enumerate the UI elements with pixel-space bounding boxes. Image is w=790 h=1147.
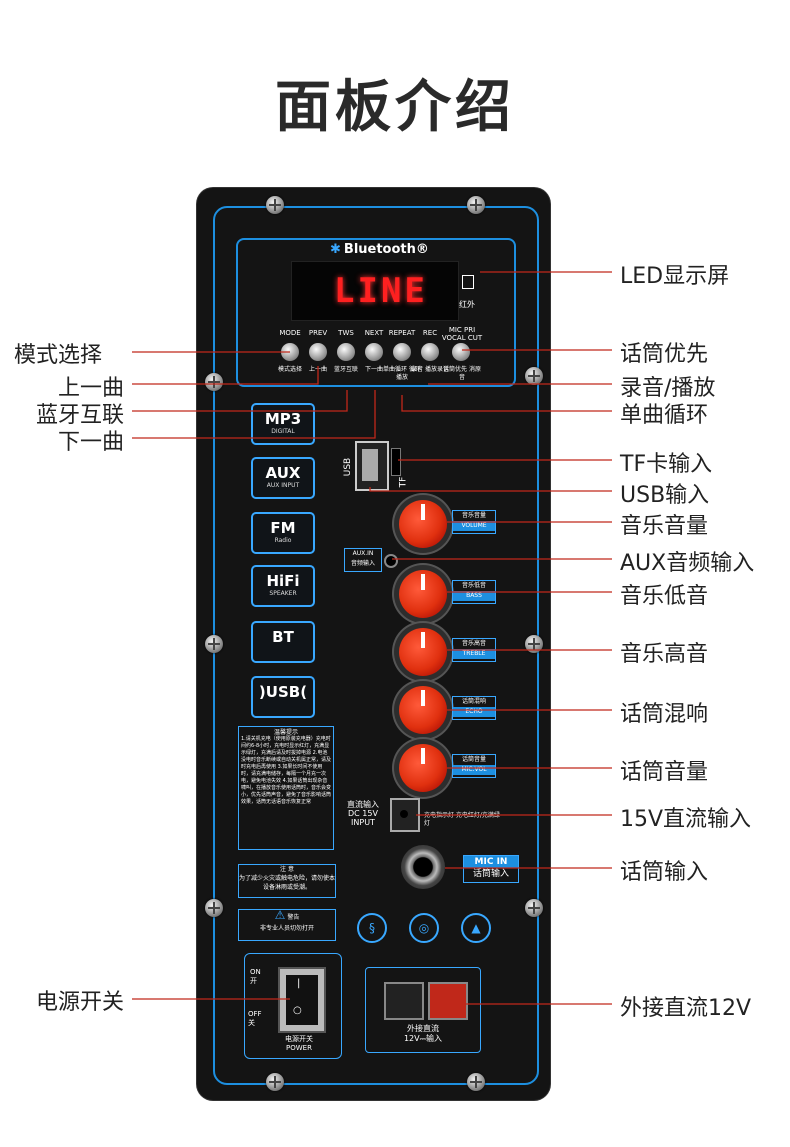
callout-echo: 话筒混响: [620, 702, 709, 727]
callout-bass: 音乐低音: [620, 584, 709, 609]
repeat-button[interactable]: [393, 343, 411, 361]
button-label: REC: [422, 329, 438, 337]
screw-icon: [266, 1073, 284, 1091]
tws-button[interactable]: [337, 343, 355, 361]
led-text: LINE: [334, 271, 428, 311]
bass-knob[interactable]: [399, 570, 447, 618]
callout-music-volume: 音乐音量: [620, 514, 709, 539]
bluetooth-icon: ✱: [330, 242, 341, 257]
button-sublabel: 录音 播放录音: [411, 366, 449, 373]
callout-mode-select: 模式选择: [14, 343, 103, 368]
callout-aux-input: AUX音频输入: [620, 551, 755, 576]
dc-input-label: 直流输入 DC 15V INPUT: [347, 800, 379, 827]
callout-prev-track: 上一曲: [58, 376, 125, 401]
screw-icon: [205, 899, 223, 917]
screw-icon: [525, 367, 543, 385]
ccc-icon: ◎: [409, 913, 439, 943]
screw-icon: [266, 196, 284, 214]
red-terminal[interactable]: [428, 982, 468, 1020]
callout-dc-input: 15V直流输入: [620, 807, 752, 832]
button-label: MODE: [279, 329, 301, 337]
ir-label: 红外: [459, 300, 475, 309]
screw-icon: [205, 373, 223, 391]
callout-mic-priority: 话筒优先: [620, 342, 709, 367]
mic-priority-button[interactable]: [452, 343, 470, 361]
button-label: REPEAT: [388, 329, 416, 337]
switch-on-mark: |: [297, 978, 301, 989]
power-on-label: ON 开: [250, 968, 261, 985]
screw-icon: [525, 899, 543, 917]
caution-label: ⚠ 警告非专业人员切勿打开: [238, 909, 336, 941]
external-dc-box: [365, 967, 481, 1053]
button-label: MIC PRI VOCAL CUT: [441, 326, 483, 342]
callout-next-track: 下一曲: [58, 430, 125, 455]
prev-button[interactable]: [309, 343, 327, 361]
callout-mic-volume: 话筒音量: [620, 760, 709, 785]
screw-icon: [467, 1073, 485, 1091]
treble-knob[interactable]: [399, 628, 447, 676]
button-sublabel: 话筒优先 消原音: [443, 366, 481, 381]
button-label: PREV: [308, 329, 328, 337]
rec-button[interactable]: [421, 343, 439, 361]
page-title: 面板介绍: [275, 75, 515, 140]
warning-triangle-icon: ⚠: [274, 908, 286, 922]
led-display: [291, 261, 459, 321]
callout-mic-input: 话筒输入: [620, 860, 709, 885]
button-label: NEXT: [364, 329, 384, 337]
safety-note: 注 意为了减少火灾或触电危险，请勿使本设备淋雨或受潮。: [238, 864, 336, 898]
black-terminal[interactable]: [384, 982, 424, 1020]
volume-knob[interactable]: [399, 500, 447, 548]
switch-off-mark: ○: [293, 1005, 302, 1016]
cert-s-icon: §: [357, 913, 387, 943]
screw-icon: [205, 635, 223, 653]
callout-bt-link: 蓝牙互联: [36, 403, 125, 428]
mic-volume-knob[interactable]: [399, 744, 447, 792]
callout-usb-input: USB输入: [620, 483, 710, 508]
callout-tf-input: TF卡输入: [620, 452, 713, 477]
callout-treble: 音乐高音: [620, 642, 709, 667]
callout-led-display: LED显示屏: [620, 264, 730, 289]
callout-external-dc: 外接直流12V: [620, 996, 752, 1021]
echo-knob[interactable]: [399, 686, 447, 734]
power-switch[interactable]: [278, 967, 326, 1033]
button-sublabel: 蓝牙互联: [333, 366, 358, 373]
callout-power-switch: 电源开关: [36, 990, 125, 1015]
control-box: [236, 238, 516, 387]
button-sublabel: 模式选择: [277, 366, 302, 373]
callout-repeat: 单曲循环: [620, 403, 709, 428]
usb-port[interactable]: [355, 441, 389, 491]
bt-badge: BT: [251, 621, 315, 663]
callout-record-play: 录音/播放: [620, 376, 716, 401]
power-off-label: OFF 关: [248, 1010, 262, 1027]
cert-triangle-icon: ▲: [461, 913, 491, 943]
button-sublabel: 下一曲: [364, 366, 383, 373]
next-button[interactable]: [365, 343, 383, 361]
button-sublabel: 单曲循环 循环播放: [383, 366, 421, 381]
screw-icon: [525, 635, 543, 653]
usb-badge: )USB(: [251, 676, 315, 718]
aux-in-jack[interactable]: [384, 554, 398, 568]
power-label: 电源开关 POWER: [285, 1035, 313, 1052]
tf-card-slot[interactable]: [391, 448, 401, 476]
mic-input-jack[interactable]: [401, 845, 445, 889]
screw-icon: [467, 196, 485, 214]
button-label: TWS: [338, 329, 354, 337]
ir-sensor-icon: [462, 275, 474, 289]
power-box: [244, 953, 342, 1059]
bluetooth-label: ✱Bluetooth®: [330, 242, 429, 257]
